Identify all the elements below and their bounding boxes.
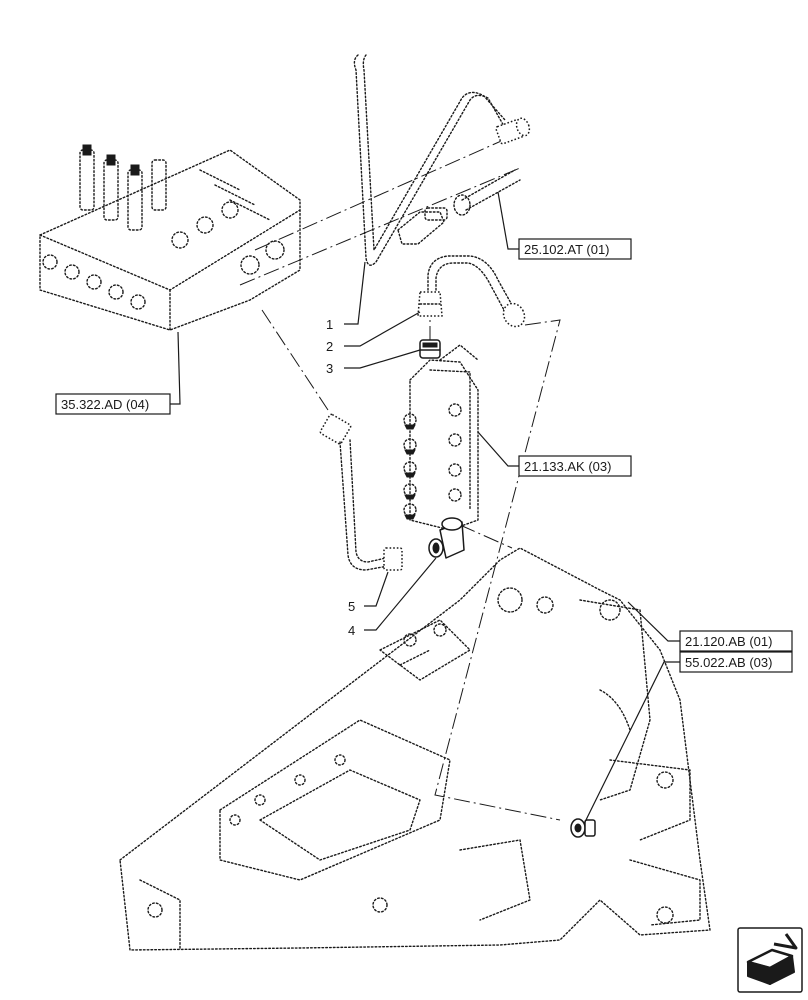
ref-box-55-022-ab[interactable]: 55.022.AB (03) (679, 651, 793, 673)
valve-manifold-assembly (39, 144, 301, 331)
hydraulic-tube-lower (319, 413, 403, 571)
ref-label-21-133-ak[interactable]: 21.133.AK (03) (524, 459, 611, 474)
ref-label-21-120-ab[interactable]: 21.120.AB (01) (685, 634, 772, 649)
ref-box-21-120-ab[interactable]: 21.120.AB (01) (679, 630, 793, 652)
callout-4: 4 (348, 623, 355, 638)
callout-leaders (170, 191, 680, 825)
fitting-adapter (419, 339, 441, 359)
arrow-forward-icon[interactable] (737, 927, 803, 993)
elbow-fitting (428, 517, 465, 559)
ref-label-25-102-at[interactable]: 25.102.AT (01) (524, 242, 610, 257)
transmission-housing (119, 547, 711, 951)
callout-3: 3 (326, 361, 333, 376)
hydraulic-tube-middle (417, 255, 526, 328)
ref-box-35-322-ad[interactable]: 35.322.AD (04) (55, 393, 171, 415)
center-lines (239, 137, 561, 821)
control-valve-block (403, 344, 479, 559)
hydraulic-tube-upper (353, 54, 531, 266)
callout-2: 2 (326, 339, 333, 354)
callout-5: 5 (348, 599, 355, 614)
ref-label-55-022-ab[interactable]: 55.022.AB (03) (685, 655, 772, 670)
ref-label-35-322-ad[interactable]: 35.322.AD (04) (61, 397, 149, 412)
callout-1: 1 (326, 317, 333, 332)
sensor-fitting (570, 818, 596, 838)
ref-box-25-102-at[interactable]: 25.102.AT (01) (518, 238, 632, 260)
ref-box-21-133-ak[interactable]: 21.133.AK (03) (518, 455, 632, 477)
